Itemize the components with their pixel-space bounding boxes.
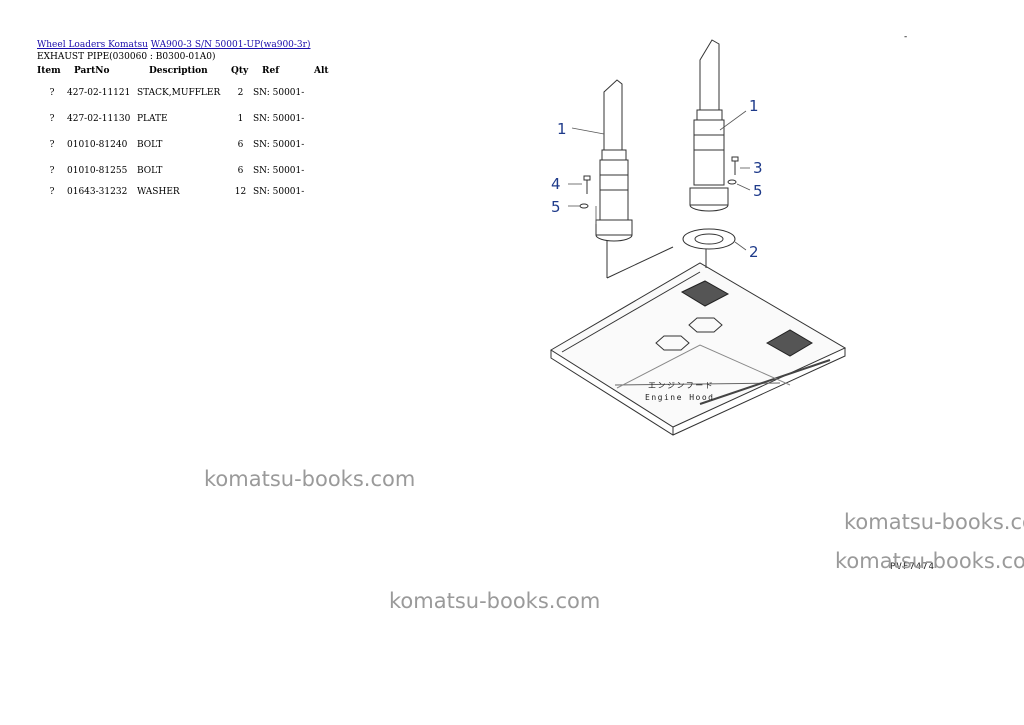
washer-right xyxy=(727,179,737,185)
cell-item: ? xyxy=(49,88,55,98)
cell-partno: 427-02-11130 xyxy=(67,114,131,124)
cell-ref: SN: 50001- xyxy=(253,166,305,176)
col-header-ref: Ref xyxy=(262,66,280,76)
hood-label-japanese: エンジンフード xyxy=(648,381,714,390)
cell-description: WASHER xyxy=(137,187,180,197)
parts-table: Item PartNo Description Qty Ref Alt ? 42… xyxy=(37,66,334,207)
cell-qty: 2 xyxy=(237,88,244,98)
figure-code: PVF7474 xyxy=(890,562,935,572)
cell-item: ? xyxy=(49,140,55,150)
bolt-right xyxy=(731,156,739,175)
callout-4: 4 xyxy=(551,175,561,193)
table-row: ? 427-02-11121 STACK,MUFFLER 2 SN: 50001… xyxy=(37,88,334,114)
hood-opening-2 xyxy=(688,317,723,333)
col-header-qty: Qty xyxy=(231,66,249,76)
watermark: komatsu-books.com xyxy=(835,549,1024,573)
page-subtitle: EXHAUST PIPE(030060 : B0300-01A0) xyxy=(37,52,216,62)
cell-item: ? xyxy=(49,187,55,197)
cell-description: STACK,MUFFLER xyxy=(137,88,221,98)
washer-left xyxy=(579,203,589,209)
cell-ref: SN: 50001- xyxy=(253,187,305,197)
table-header-row: Item PartNo Description Qty Ref Alt xyxy=(37,66,334,88)
breadcrumb-link-model-family[interactable]: Wheel Loaders Komatsu xyxy=(37,40,148,50)
table-row: ? 01643-31232 WASHER 12 SN: 50001- xyxy=(37,187,334,207)
callout-1-right: 1 xyxy=(749,97,759,115)
callout-2: 2 xyxy=(749,243,759,261)
col-header-item: Item xyxy=(37,66,61,76)
bolt-left xyxy=(583,175,591,194)
cell-description: BOLT xyxy=(137,140,163,150)
cell-ref: SN: 50001- xyxy=(253,140,305,150)
watermark: komatsu-books.com xyxy=(389,589,601,613)
cell-item: ? xyxy=(49,166,55,176)
exhaust-stack-left xyxy=(595,79,674,279)
hood-vent-right xyxy=(765,329,813,357)
cell-ref: SN: 50001- xyxy=(253,114,305,124)
engine-hood-plate xyxy=(550,262,847,436)
watermark: komatsu-books.com xyxy=(844,510,1024,534)
hood-opening-1 xyxy=(655,335,690,351)
callout-1-left: 1 xyxy=(557,120,567,138)
cell-qty: 12 xyxy=(234,187,247,197)
cell-partno: 01643-31232 xyxy=(67,187,128,197)
exhaust-stack-right xyxy=(689,39,729,212)
cell-ref: SN: 50001- xyxy=(253,88,305,98)
cell-qty: 6 xyxy=(237,140,244,150)
hood-vent-left xyxy=(680,280,730,307)
breadcrumb-link-model[interactable]: WA900-3 S/N 50001-UP(wa900-3r) xyxy=(150,40,311,50)
callout-5-right: 5 xyxy=(753,182,763,200)
cell-partno: 01010-81255 xyxy=(67,166,128,176)
callout-3: 3 xyxy=(753,159,763,177)
cell-qty: 1 xyxy=(237,114,244,124)
cell-description: BOLT xyxy=(137,166,163,176)
hood-label-english: Engine Hood xyxy=(645,393,714,402)
cell-item: ? xyxy=(49,114,55,124)
watermark: komatsu-books.com xyxy=(204,467,416,491)
table-row: ? 01010-81240 BOLT 6 SN: 50001- xyxy=(37,140,334,166)
cell-description: PLATE xyxy=(137,114,168,124)
corner-dash: - xyxy=(904,32,908,42)
callout-5-left: 5 xyxy=(551,198,561,216)
table-row: ? 427-02-11130 PLATE 1 SN: 50001- xyxy=(37,114,334,140)
cell-partno: 427-02-11121 xyxy=(67,88,131,98)
breadcrumb: Wheel Loaders Komatsu WA900-3 S/N 50001-… xyxy=(37,40,310,50)
cell-partno: 01010-81240 xyxy=(67,140,128,150)
col-header-partno: PartNo xyxy=(74,66,110,76)
plate-part xyxy=(682,228,736,250)
cell-qty: 6 xyxy=(237,166,244,176)
col-header-alt: Alt xyxy=(314,66,329,76)
table-row: ? 01010-81255 BOLT 6 SN: 50001- xyxy=(37,166,334,187)
col-header-description: Description xyxy=(149,66,208,76)
